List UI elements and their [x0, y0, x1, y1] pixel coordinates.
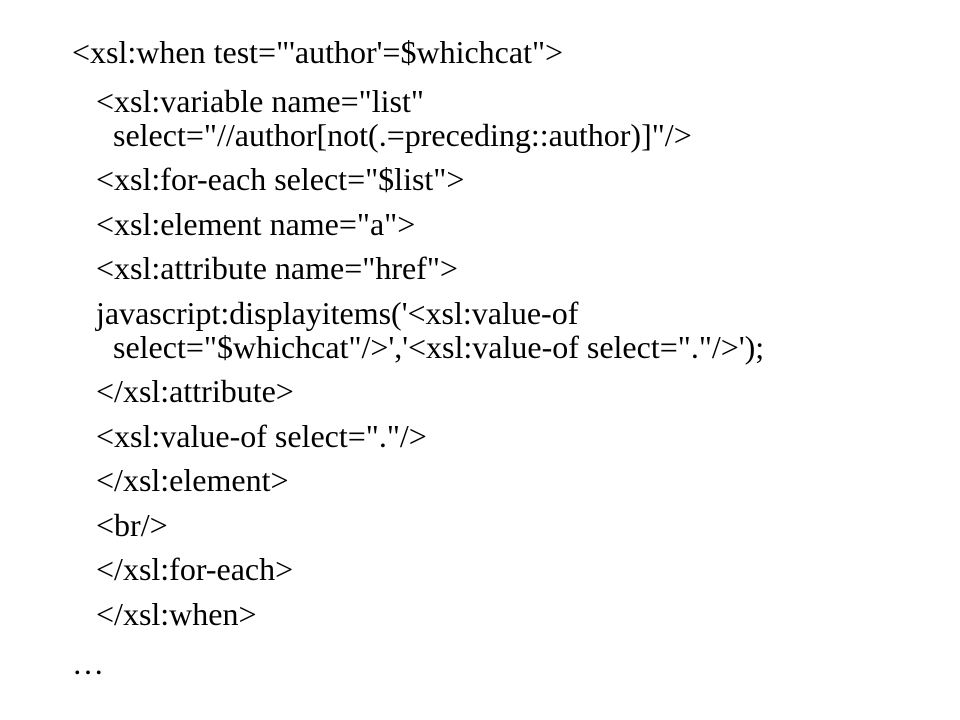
code-line-for-each-open: <xsl:for-each select="$list"> — [96, 161, 465, 197]
code-line-value-of: <xsl:value-of select="."/> — [96, 418, 427, 454]
code-line-variable-select: select="//author[not(.=preceding::author… — [113, 117, 692, 153]
code-line-when-open: <xsl:when test="'author'=$whichcat"> — [72, 34, 564, 70]
code-line-br: <br/> — [96, 507, 168, 543]
code-line-element-open: <xsl:element name="a"> — [96, 206, 416, 242]
code-line-javascript-args: select="$whichcat"/>','<xsl:value-of sel… — [113, 329, 765, 365]
code-line-element-close: </xsl:element> — [96, 462, 289, 498]
code-line-ellipsis: … — [72, 645, 104, 681]
code-line-attribute-open: <xsl:attribute name="href"> — [96, 250, 458, 286]
code-line-javascript-call: javascript:displayitems('<xsl:value-of — [96, 295, 579, 331]
code-line-when-close: </xsl:when> — [96, 596, 257, 632]
code-line-for-each-close: </xsl:for-each> — [96, 551, 294, 587]
code-line-attribute-close: </xsl:attribute> — [96, 373, 294, 409]
code-line-variable-open: <xsl:variable name="list" — [96, 83, 424, 119]
